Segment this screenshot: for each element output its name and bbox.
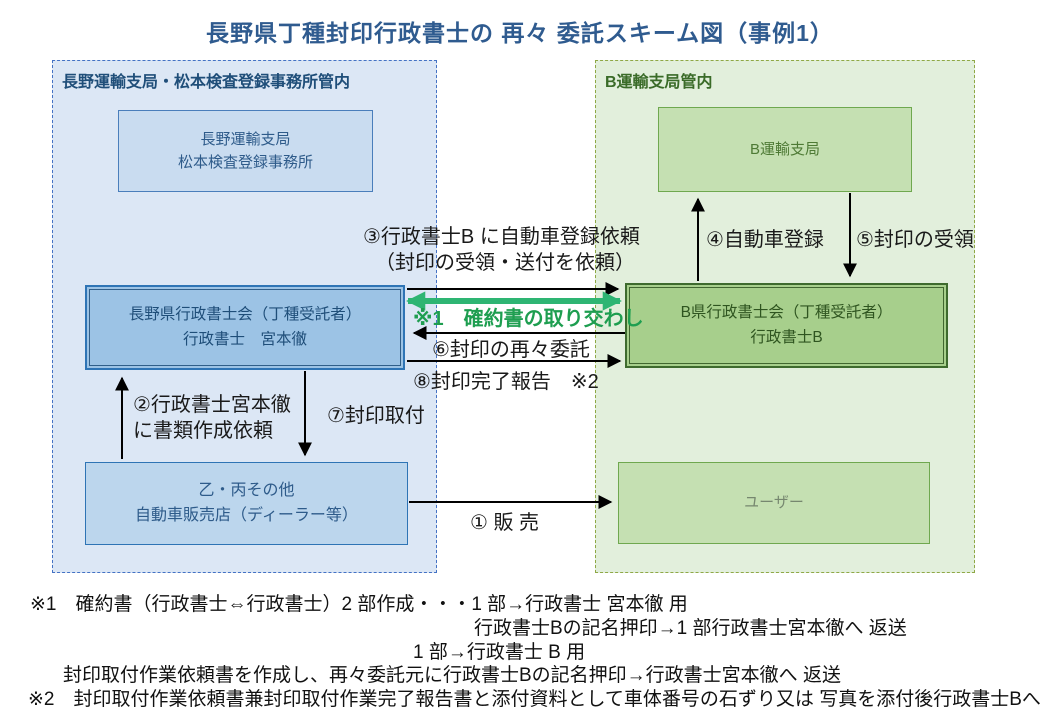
label-arrow-6: ⑥封印の再々委託 bbox=[432, 339, 590, 361]
box-dealer: 乙・丙その他 自動車販売店（ディーラー等） bbox=[85, 462, 408, 545]
label-agreement-exchange: ※1 確約書の取り交わし bbox=[413, 308, 644, 330]
footnote-2: ※2 封印取付作業依頼書兼封印取付作業完了報告書と添付資料として車体番号の石ずり… bbox=[28, 689, 1040, 710]
box-nagano-gyosei-association: 長野県行政書士会（丁種受託者） 行政書士 宮本徹 bbox=[85, 285, 405, 370]
label-arrow-7: ⑦封印取付 bbox=[327, 405, 425, 427]
box-user-label: ユーザー bbox=[744, 494, 804, 512]
footnote-1-cont-c: 封印取付作業依頼書を作成し、再々委託元に行政書士Bの記名押印→行政書士宮本徹へ … bbox=[63, 665, 841, 686]
label-arrow-1: ① 販 売 bbox=[470, 512, 540, 534]
footnote-1: ※1 確約書（行政書士⇔行政書士）2 部作成・・・1 部→行政書士 宮本徹 用 bbox=[30, 594, 688, 615]
footnote-1-cont-b: 1 部→行政書士 B 用 bbox=[413, 642, 586, 663]
label-arrow-2: ②行政書士宮本徹 に書類作成依頼 bbox=[133, 392, 291, 445]
region-nagano-label: 長野運輸支局・松本検査登録事務所管内 bbox=[62, 74, 351, 91]
label-arrow-2-line2: に書類作成依頼 bbox=[133, 420, 273, 443]
box-b-gyosei-line2: 行政書士B bbox=[750, 328, 823, 346]
box-b-gyosei-line1: B県行政書士会（丁種受託者） bbox=[680, 304, 893, 322]
label-arrow-8: ⑧封印完了報告 ※2 bbox=[413, 371, 599, 393]
region-b-label: B運輸支局管内 bbox=[605, 74, 713, 91]
label-arrow-4: ④自動車登録 bbox=[706, 229, 824, 251]
box-nagano-transport-office-line1: 長野運輸支局 bbox=[200, 130, 291, 148]
box-nagano-gyosei-line1: 長野県行政書士会（丁種受託者） bbox=[128, 306, 362, 324]
box-nagano-gyosei-line2: 行政書士 宮本徹 bbox=[182, 330, 307, 348]
label-arrow-3-line2: （封印の受領・送付を依頼） bbox=[375, 252, 635, 275]
label-arrow-2-line1: ②行政書士宮本徹 bbox=[133, 394, 291, 416]
box-dealer-line1: 乙・丙その他 bbox=[198, 481, 295, 499]
box-user: ユーザー bbox=[618, 462, 930, 544]
page-title: 長野県丁種封印行政書士の 再々 委託スキーム図（事例1） bbox=[206, 20, 834, 46]
footnote-1-cont-a: 行政書士Bの記名押印→1 部行政書士宮本徹へ 返送 bbox=[474, 618, 907, 639]
box-dealer-line2: 自動車販売店（ディーラー等） bbox=[135, 506, 358, 524]
box-b-transport-office: B運輸支局 bbox=[658, 107, 912, 192]
label-arrow-3: ③行政書士B に自動車登録依頼 （封印の受領・送付を依頼） bbox=[363, 224, 640, 277]
box-b-gyosei-association: B県行政書士会（丁種受託者） 行政書士B bbox=[625, 283, 948, 368]
box-nagano-transport-office: 長野運輸支局 松本検査登録事務所 bbox=[118, 110, 373, 192]
label-arrow-5: ⑤封印の受領 bbox=[856, 229, 974, 251]
box-nagano-transport-office-line2: 松本検査登録事務所 bbox=[177, 154, 313, 171]
box-b-transport-office-label: B運輸支局 bbox=[749, 140, 820, 158]
label-arrow-3-line1: ③行政書士B に自動車登録依頼 bbox=[363, 226, 640, 248]
